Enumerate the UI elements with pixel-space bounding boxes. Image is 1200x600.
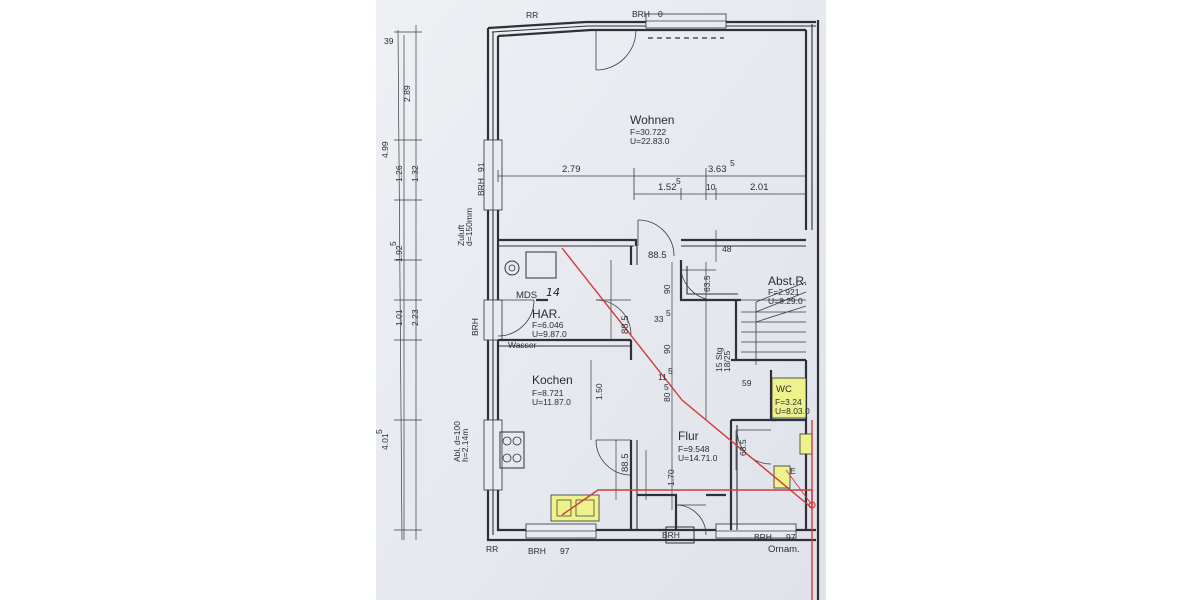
abl-label: Abl. d=100	[452, 421, 462, 462]
dim-152-sup: 5	[676, 176, 681, 186]
dim-59: 59	[742, 378, 752, 388]
room-name: WC	[776, 384, 792, 395]
window-marks	[483, 13, 797, 539]
room-wohnen: Wohnen F=30.722 U=22.83.0	[630, 113, 674, 146]
room-area: F=30.722	[630, 127, 666, 137]
room-perimeter: U=8.29.0	[768, 296, 803, 306]
dim-363: 3.63	[708, 164, 727, 175]
dim-left-401: 4.01	[380, 433, 390, 450]
red-annotation-lines	[561, 247, 816, 600]
dim-363-sup: 5	[730, 158, 735, 168]
floor-plan-drawing: Wohnen F=30.722 U=22.83.0 Abst.R. F=2.92…	[376, 0, 826, 600]
room-flur: Flur F=9.548 U=14.71.0	[678, 429, 718, 463]
dim-152: 1.52	[658, 182, 677, 193]
mds-number: 14	[546, 286, 560, 299]
room-area: F=9.548	[678, 444, 710, 454]
room-perimeter: U=9.87.0	[532, 329, 567, 339]
zuluft-diameter: d=150mm	[464, 208, 474, 246]
dimension-lines	[394, 25, 807, 541]
rr-bottom-label: RR	[486, 544, 498, 554]
brh-bottom1-value: 97	[560, 546, 570, 556]
brh-left1-value: 91	[476, 162, 486, 172]
rr-top-label: RR	[526, 10, 538, 20]
dim-left-499: 4.99	[380, 141, 390, 158]
room-perimeter: U=14.71.0	[678, 453, 718, 463]
mds-label: MDS	[516, 290, 537, 301]
brh-left1-label: BRH	[476, 178, 486, 196]
room-abst: Abst.R. F=2.921 U=8.29.0	[768, 274, 807, 306]
room-perimeter: U=22.83.0	[630, 136, 670, 146]
room-perimeter: U=11.87.0	[532, 397, 571, 407]
stairs-ratio: 18/25	[722, 350, 732, 372]
dimension-labels: 39 2.89 4.99 1.26 1.32 1.92 5 1.01 2.23 …	[376, 36, 769, 486]
floor-plan-photo: Wohnen F=30.722 U=22.83.0 Abst.R. F=2.92…	[376, 0, 826, 600]
room-har: HAR. F=6.046 U=9.87.0	[532, 307, 567, 339]
dim-left-39: 39	[384, 36, 394, 46]
room-perimeter: U=8.03.0	[775, 406, 810, 416]
stairs-count: 15 Stg	[714, 347, 724, 372]
brh-bottom2-label: BRH	[662, 530, 680, 540]
room-kochen: Kochen F=8.721 U=11.87.0	[532, 373, 573, 407]
dim-left-192-sup: 5	[388, 241, 398, 246]
dim-10: 10	[706, 182, 716, 192]
brh-bottom3-value: 97	[786, 532, 796, 542]
dim-left-223: 2.23	[410, 309, 420, 326]
dim-279: 2.79	[562, 164, 581, 175]
brh-left2-label: BRH	[470, 318, 480, 336]
dim-33-sup: 5	[666, 308, 671, 318]
abl-height: h=2.14m	[460, 429, 470, 462]
dim-635-a: 63.5	[702, 275, 712, 292]
dim-left-132: 1.32	[410, 165, 420, 182]
dim-left-289: 2.89	[402, 85, 412, 102]
wasser-label: Wasser	[508, 340, 537, 350]
brh-top-value: 0	[658, 9, 663, 19]
dim-885-a: 88.5	[648, 250, 667, 261]
dim-left-401-sup: 5	[376, 429, 384, 434]
dim-150: 1.50	[594, 383, 604, 400]
room-area: F=2.921	[768, 287, 800, 297]
room-wc: WC F=3.24 U=8.03.0	[775, 384, 810, 416]
e-label: E	[790, 466, 796, 476]
dim-left-126: 1.26	[394, 165, 404, 182]
stairs	[741, 281, 807, 365]
dim-left-192: 1.92	[394, 245, 404, 262]
room-area: F=3.24	[775, 397, 802, 407]
dim-635-b: 63.5	[738, 439, 748, 456]
dim-90-b: 90	[662, 344, 672, 354]
annotation-labels: RR BRH 0 BRH 91 BRH RR BRH 97 BRH BRH 97…	[452, 9, 800, 556]
room-name: Flur	[678, 429, 699, 443]
dim-201: 2.01	[750, 182, 769, 193]
room-area: F=6.046	[532, 320, 564, 330]
dim-885-b: 88.5	[620, 316, 631, 335]
zuluft-label: Zuluft	[456, 224, 466, 246]
fixtures	[499, 37, 813, 544]
room-name: Abst.R.	[768, 274, 807, 288]
dim-170: 1.70	[666, 469, 676, 486]
dim-885-c: 88.5	[620, 454, 631, 473]
dim-115: 11	[658, 372, 667, 382]
dim-115-sup: 5	[668, 366, 673, 376]
doors	[496, 29, 772, 536]
dim-33: 33	[654, 314, 664, 324]
room-name: Kochen	[532, 373, 573, 387]
dim-80: 80	[662, 392, 672, 402]
dim-left-101: 1.01	[394, 309, 404, 326]
brh-top-label: BRH	[632, 9, 650, 19]
ornam-label: Ornam.	[768, 544, 800, 555]
room-area: F=8.721	[532, 388, 564, 398]
dim-90-a: 90	[662, 284, 672, 294]
dim-80-sup: 5	[664, 382, 669, 392]
brh-bottom1-label: BRH	[528, 546, 546, 556]
room-name: Wohnen	[630, 113, 674, 127]
brh-bottom3-label: BRH	[754, 532, 772, 542]
dim-48: 48	[722, 244, 732, 254]
room-name: HAR.	[532, 307, 561, 321]
